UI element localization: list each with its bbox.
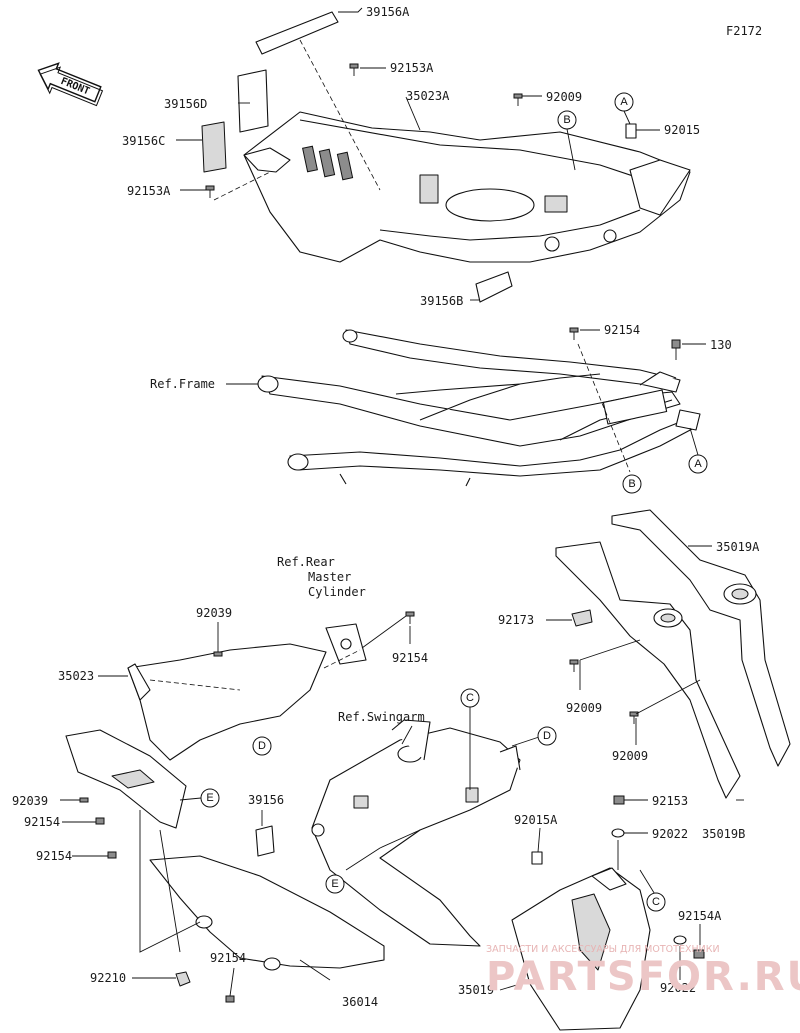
- label-39156D: 39156D: [164, 97, 207, 111]
- screw-92154-l1: [95, 817, 105, 825]
- watermark-line2: PARTSFOR.RU: [486, 954, 800, 1000]
- label-92153A-top: 92153A: [390, 61, 434, 75]
- watermark-line1: ЗАПЧАСТИ И АКСЕССУАРЫ ДЛЯ МОТОТЕХНИКИ: [486, 944, 720, 955]
- label-92022-b: 92022: [660, 981, 696, 995]
- label-130: 130: [710, 338, 732, 352]
- label-92153: 92153: [652, 794, 688, 808]
- svg-text:A: A: [620, 96, 628, 108]
- screw-92009-r1: [569, 659, 579, 672]
- screw-92153A-top: [349, 63, 359, 76]
- screw-92154-mid: [569, 327, 579, 340]
- label-92009-r1: 92009: [566, 701, 602, 715]
- bolt-130: [671, 339, 681, 360]
- svg-text:B: B: [628, 478, 635, 490]
- collar-92015A: [531, 851, 543, 865]
- rear-under-tray-35023A: [243, 111, 691, 263]
- rear-fender-35019B: [555, 541, 741, 799]
- label-ref-cyl-1: Ref.Rear: [277, 555, 335, 569]
- label-ref-cyl-3: Cylinder: [308, 585, 366, 599]
- screw-92009-top: [513, 93, 523, 106]
- screw-92154-l2: [107, 851, 117, 859]
- label-92039-top: 92039: [196, 606, 232, 620]
- label-92039-left: 92039: [12, 794, 48, 808]
- label-ref-swingarm: Ref.Swingarm: [338, 710, 425, 724]
- label-39156C: 39156C: [122, 134, 165, 148]
- pad-39156A: [255, 11, 339, 55]
- svg-text:E: E: [331, 878, 338, 890]
- screw-92039-top: [213, 651, 223, 657]
- label-92210: 92210: [90, 971, 126, 985]
- svg-text:C: C: [466, 692, 474, 704]
- screw-92154-bot: [225, 995, 235, 1003]
- figure-id: F2172: [726, 24, 762, 38]
- label-35019A: 35019A: [716, 540, 760, 554]
- screw-92009-r2: [629, 711, 639, 724]
- label-92154-cyl: 92154: [392, 651, 428, 665]
- washer-92022-a: [611, 828, 625, 838]
- pad-39156: [255, 825, 275, 857]
- label-92154-l2: 92154: [36, 849, 72, 863]
- chain-guard-36014: [149, 855, 385, 971]
- label-92015: 92015: [664, 123, 700, 137]
- label-92153A-left: 92153A: [127, 184, 171, 198]
- rear-fender-35019A: [611, 509, 791, 767]
- rear-fender-35019: [511, 867, 651, 1031]
- label-92009-r2: 92009: [612, 749, 648, 763]
- cover-35023: [127, 643, 327, 761]
- svg-text:B: B: [563, 114, 570, 126]
- label-92015A: 92015A: [514, 813, 558, 827]
- pad-39156C: [201, 121, 227, 173]
- clip-92173: [571, 609, 593, 627]
- label-39156A: 39156A: [366, 5, 410, 19]
- label-35023A: 35023A: [406, 89, 450, 103]
- pad-39156B: [475, 271, 513, 303]
- label-92154-l1: 92154: [24, 815, 60, 829]
- swingarm: [311, 719, 521, 947]
- label-39156: 39156: [248, 793, 284, 807]
- nut-92210: [175, 971, 191, 987]
- rear-frame: [257, 329, 701, 487]
- collar-92015: [625, 123, 637, 139]
- label-ref-frame: Ref.Frame: [150, 377, 215, 391]
- label-35023: 35023: [58, 669, 94, 683]
- label-36014: 36014: [342, 995, 378, 1009]
- svg-text:D: D: [543, 730, 551, 742]
- screw-92153A-left: [205, 185, 215, 198]
- screw-92154-cyl: [405, 611, 415, 624]
- svg-text:A: A: [694, 458, 702, 470]
- label-35019B: 35019B: [702, 827, 745, 841]
- svg-text:E: E: [206, 792, 213, 804]
- label-92154-bot: 92154: [210, 951, 246, 965]
- front-arrow-icon: FRONT: [37, 62, 104, 107]
- svg-text:C: C: [652, 896, 660, 908]
- label-92173: 92173: [498, 613, 534, 627]
- cover-lower-left: [65, 729, 187, 829]
- label-92154-mid: 92154: [604, 323, 640, 337]
- screw-92039-left: [79, 797, 89, 803]
- label-92009-top: 92009: [546, 90, 582, 104]
- washer-92022-b: [673, 935, 687, 945]
- label-35019: 35019: [458, 983, 494, 997]
- screw-92154A: [693, 949, 705, 959]
- svg-text:D: D: [258, 740, 266, 752]
- label-ref-cyl-2: Master: [308, 570, 351, 584]
- pad-39156D: [237, 69, 269, 133]
- label-92022-a: 92022: [652, 827, 688, 841]
- label-92154A: 92154A: [678, 909, 722, 923]
- cylinder-bracket: [325, 623, 367, 665]
- screw-92153: [613, 795, 625, 805]
- label-39156B: 39156B: [420, 294, 463, 308]
